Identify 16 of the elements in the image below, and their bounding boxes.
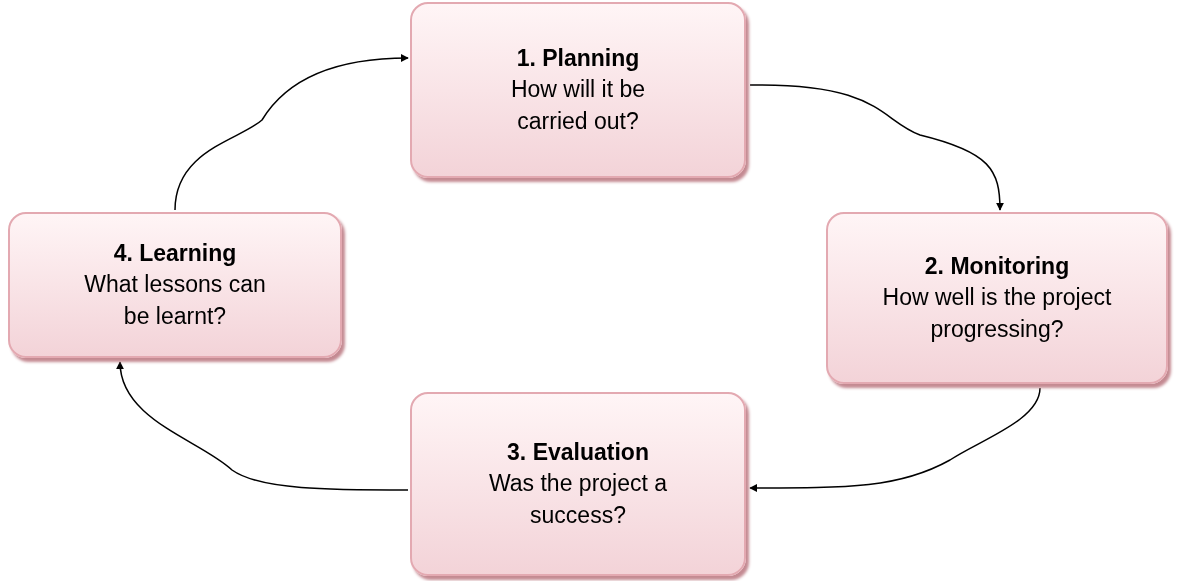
curved-arrow (749, 84, 1004, 211)
step-question: How will it be carried out? (509, 75, 647, 136)
step-question: What lessons can be learnt? (83, 270, 267, 331)
step-question: Was the project a success? (487, 469, 669, 530)
step-heading: 3. Evaluation (507, 438, 649, 468)
process-box (8, 212, 342, 358)
process-box (410, 392, 746, 576)
curved-arrow (174, 54, 409, 211)
curved-arrow (116, 361, 409, 491)
step-heading: 1. Planning (516, 44, 640, 74)
process-box (826, 212, 1168, 384)
step-question: How well is the project progressing? (881, 283, 1113, 344)
curved-arrow (749, 387, 1041, 492)
step-heading: 2. Monitoring (924, 252, 1070, 282)
step-heading: 4. Learning (113, 239, 237, 269)
process-box (410, 2, 746, 178)
